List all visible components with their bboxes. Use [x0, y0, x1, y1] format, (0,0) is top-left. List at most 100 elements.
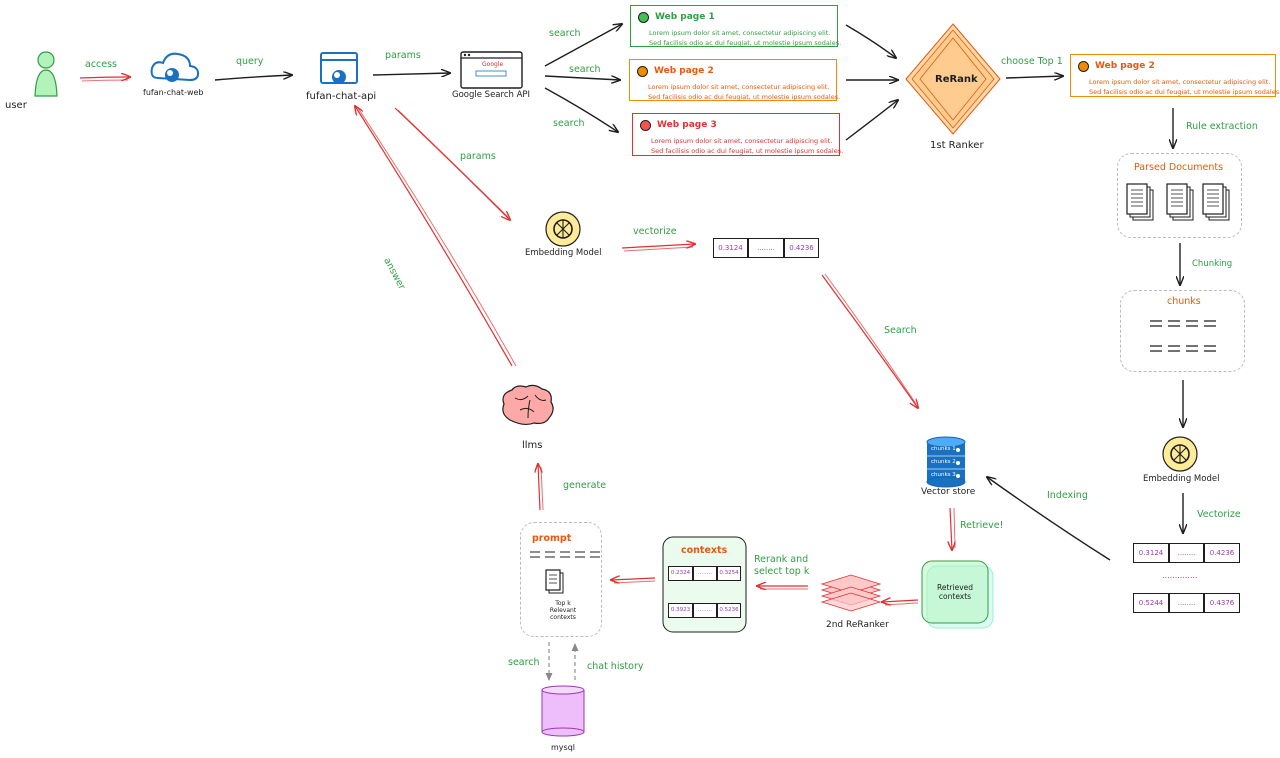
embedding-model-label-2: Embedding Model	[1143, 474, 1220, 484]
browser-window-icon	[320, 52, 358, 84]
edge-choose-top-1: choose Top 1	[1001, 56, 1063, 67]
embedding-model-label-1: Embedding Model	[525, 248, 602, 258]
rerank-diamond	[905, 23, 1001, 135]
llms-label: llms	[522, 440, 543, 451]
vector-cell: ........	[1169, 543, 1204, 563]
reranker-layers-icon	[820, 574, 882, 612]
vector-store-chunk-1: chunks 1	[931, 446, 956, 452]
edge-vectorize-2: Vectorize	[1197, 509, 1241, 520]
vector-cell: 0.3124	[713, 238, 748, 258]
vector-cell: 0.5244	[1133, 593, 1169, 613]
web-page-title: Web page 2	[1095, 61, 1155, 71]
vector-separator: ..............	[1162, 571, 1198, 580]
context-vector-2: 0.3923 ........ 0.5236	[668, 603, 741, 618]
context-vector-1: 0.2324 ........ 0.3254	[668, 566, 741, 581]
second-reranker-label: 2nd ReRanker	[826, 620, 889, 630]
vector-cell: 0.3254	[717, 566, 741, 581]
edge-indexing: Indexing	[1047, 490, 1088, 501]
retrieved-contexts-label: Retrieved contexts	[936, 583, 974, 601]
chunk-lines-icon	[1150, 320, 1216, 352]
vector-store-database-icon	[926, 436, 966, 488]
embedding-model-icon-2	[1162, 436, 1198, 472]
dashed-arrows	[545, 642, 579, 681]
edge-search-3: search	[553, 118, 585, 129]
edge-access: access	[85, 59, 118, 70]
web-page-title: Web page 2	[654, 66, 714, 76]
selected-web-page-card[interactable]: Web page 2 Lorem ipsum dolor sit amet, c…	[1070, 54, 1280, 97]
vector-cell: ........	[748, 238, 784, 258]
web-page-title: Web page 3	[657, 120, 717, 130]
vector-cell: 0.4376	[1204, 593, 1240, 613]
edge-params-2: params	[460, 151, 496, 162]
web-page-card-1[interactable]: Web page 1 Lorem ipsum dolor sit amet, c…	[630, 5, 842, 47]
web-page-body: Lorem ipsum dolor sit amet, consectetur …	[1089, 78, 1280, 96]
black-arrows	[214, 24, 1183, 561]
web-page-body: Lorem ipsum dolor sit amet, consectetur …	[651, 137, 844, 155]
vector-cell: 0.3124	[1133, 543, 1169, 563]
parsed-documents-container	[1117, 153, 1242, 238]
vector-cell: 0.4236	[784, 238, 819, 258]
status-dot-orange	[637, 66, 648, 77]
web-page-title: Web page 1	[655, 12, 715, 22]
edge-search-db: search	[508, 657, 540, 668]
document-stack-icon	[1126, 183, 1230, 221]
vector-store-label: Vector store	[921, 487, 976, 497]
vector-cell: ........	[1169, 593, 1204, 613]
vector-store-chunk-2: chunks 2	[931, 459, 956, 465]
vector-cell: 0.3923	[668, 603, 693, 618]
web-page-card-3[interactable]: Web page 3 Lorem ipsum dolor sit amet, c…	[632, 113, 844, 156]
prompt-note: Top k Relevant contexts	[549, 600, 577, 621]
rerank-label: ReRank	[935, 74, 978, 85]
google-label: Google Search API	[452, 90, 531, 100]
edge-search-1: search	[549, 28, 581, 39]
vector-cell: ........	[693, 566, 717, 581]
brain-icon	[502, 384, 554, 426]
red-arrows	[79, 77, 952, 602]
edge-params-1: params	[385, 50, 421, 61]
web-page-body: Lorem ipsum dolor sit amet, consectetur …	[649, 29, 842, 47]
edge-search-vector: Search	[884, 325, 917, 336]
vector-cell: ........	[693, 603, 717, 618]
edge-rerank-select: Rerank and select top k	[754, 554, 810, 577]
query-vector: 0.3124 ........ 0.4236	[713, 238, 819, 258]
api-label: fufan-chat-api	[306, 91, 377, 102]
user-label: user	[5, 100, 27, 111]
retrieved-contexts-box	[921, 560, 994, 629]
embedding-model-icon-1	[545, 211, 581, 247]
parsed-documents-label: Parsed Documents	[1134, 162, 1224, 173]
prompt-document-icon	[530, 551, 600, 594]
web-page-card-2[interactable]: Web page 2 Lorem ipsum dolor sit amet, c…	[629, 59, 841, 101]
prompt-label: prompt	[532, 533, 572, 544]
edge-vectorize-1: vectorize	[633, 226, 677, 237]
status-dot-red	[640, 120, 651, 131]
document-vector-1: 0.3124 ........ 0.4236	[1133, 543, 1240, 563]
chunks-container	[1120, 290, 1245, 372]
web-page-body: Lorem ipsum dolor sit amet, consectetur …	[648, 83, 841, 101]
prompt-container	[520, 522, 602, 637]
vector-store-chunk-3: chunks 3	[931, 472, 956, 478]
edge-chunking: Chunking	[1192, 259, 1233, 269]
status-dot-orange	[1078, 61, 1089, 72]
edge-search-2: search	[569, 64, 601, 75]
edge-query: query	[236, 56, 264, 67]
mysql-label: mysql	[551, 743, 575, 752]
cloud-icon	[150, 52, 200, 82]
chunks-label: chunks	[1167, 296, 1201, 307]
edge-chat-history: chat history	[587, 661, 644, 672]
edge-rule-extraction: Rule extraction	[1186, 121, 1258, 132]
contexts-label: contexts	[681, 545, 728, 556]
status-dot-green	[638, 12, 649, 23]
first-ranker-label: 1st Ranker	[930, 140, 984, 151]
edge-generate: generate	[563, 480, 607, 491]
document-vector-2: 0.5244 ........ 0.4376	[1133, 593, 1240, 613]
edge-retrieve: Retrieve!	[960, 520, 1004, 531]
vector-cell: 0.5236	[717, 603, 741, 618]
google-logo-text: Google	[482, 61, 504, 68]
mysql-database-icon	[541, 685, 585, 737]
vector-cell: 0.2324	[668, 566, 693, 581]
user-icon	[34, 51, 58, 97]
google-browser-icon	[460, 51, 523, 89]
vector-cell: 0.4236	[1204, 543, 1240, 563]
